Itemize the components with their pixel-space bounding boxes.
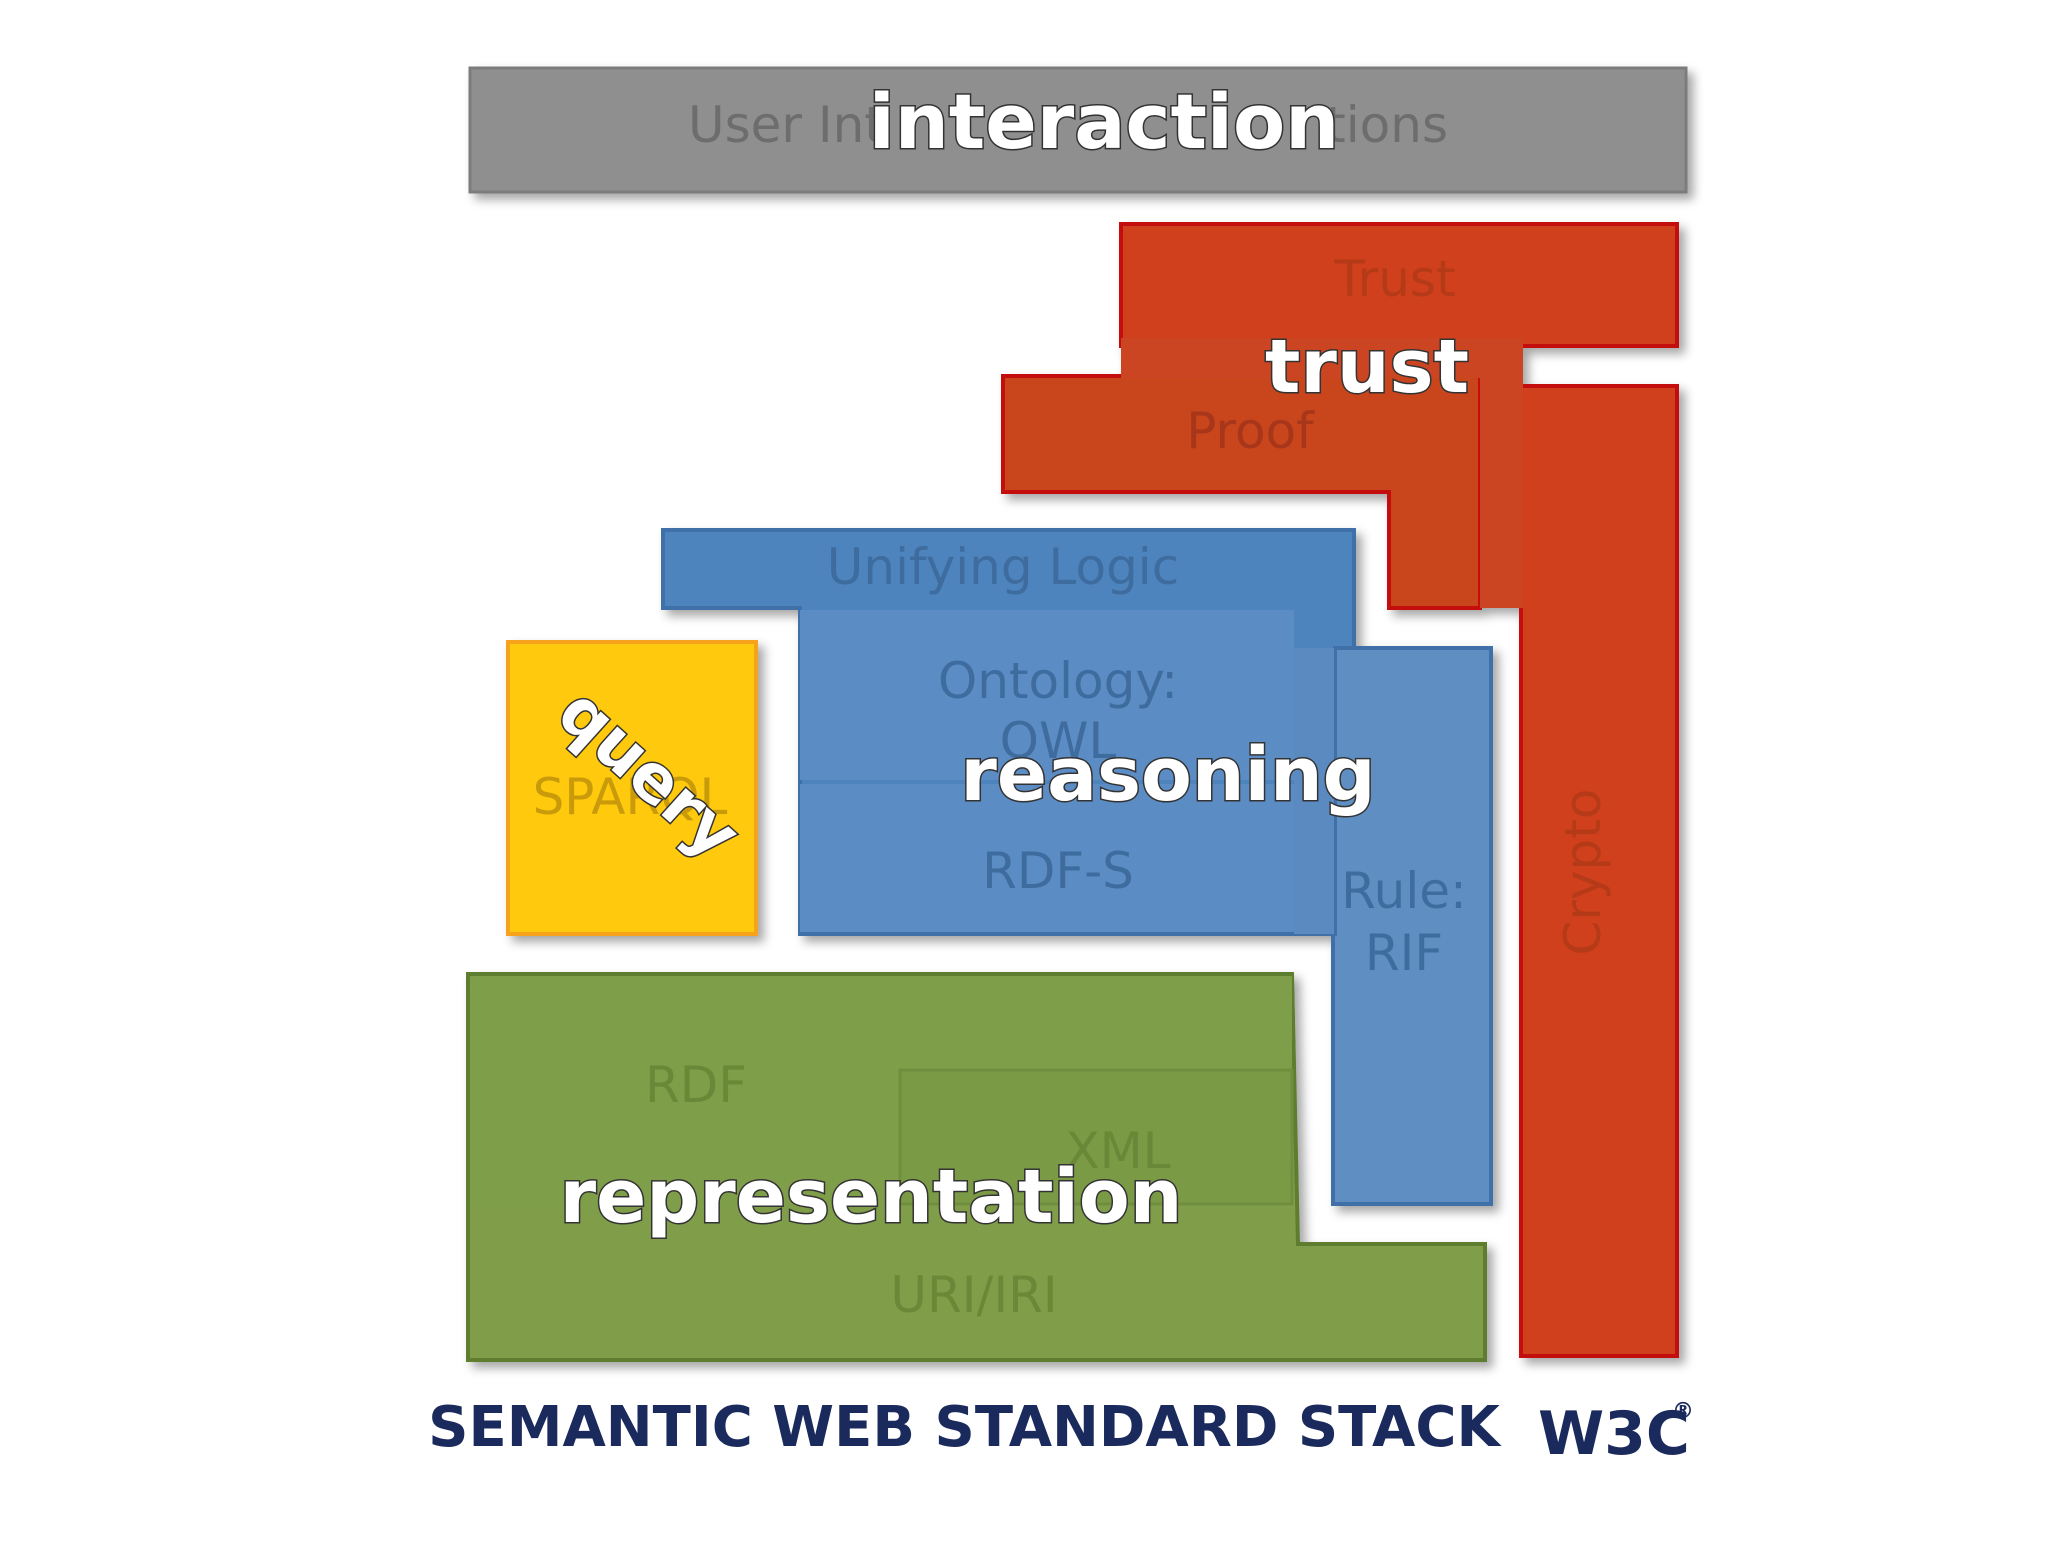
proof-crypto-join	[1480, 338, 1523, 608]
stack-title: SEMANTIC WEB STANDARD STACK	[428, 1395, 1502, 1460]
ontology-rule-join	[1294, 648, 1334, 934]
query-layer-group	[506, 640, 758, 936]
unifying-logic-label: Unifying Logic	[827, 538, 1179, 596]
user-interface-label-right: tions	[1326, 96, 1448, 154]
rdfs-block	[800, 784, 1294, 932]
xml-block	[898, 1068, 1294, 1206]
rdfs-label: RDF-S	[982, 842, 1134, 900]
rule-block	[1331, 646, 1493, 1206]
crypto-label: Crypto	[1554, 789, 1612, 956]
trust-label: Trust	[1333, 250, 1455, 308]
ontology-label-line2: OWL	[1000, 712, 1117, 770]
rule-label-line1: Rule:	[1341, 862, 1467, 920]
representation-layer-group	[466, 972, 1487, 1362]
trust-block	[1119, 222, 1679, 348]
w3c-registered-mark: ®	[1672, 1399, 1694, 1424]
sparql-label: SPARQL	[533, 768, 728, 826]
rdf-label: RDF	[645, 1056, 747, 1114]
rule-label-line2: RIF	[1365, 924, 1443, 982]
trust-layer-group	[1001, 222, 1679, 1358]
representation-overlay-label: representation	[560, 1154, 1183, 1240]
xml-label: XML	[1065, 1122, 1170, 1180]
reasoning-overlay-label: reasoning	[960, 732, 1375, 818]
user-interface-layer	[468, 66, 1688, 194]
proof-trust-join	[1121, 338, 1521, 378]
trust-overlay-label: trust	[1265, 324, 1469, 410]
ontology-block	[800, 610, 1294, 780]
sparql-block	[506, 640, 758, 936]
interaction-overlay-label: interaction	[869, 77, 1340, 166]
w3c-logo: W3C	[1538, 1399, 1690, 1469]
proof-label: Proof	[1186, 402, 1315, 460]
user-interface-block	[468, 66, 1688, 194]
reasoning-layer-group	[661, 528, 1493, 1206]
crypto-block	[1519, 384, 1679, 1358]
uri-label: URI/IRI	[890, 1266, 1057, 1324]
user-interface-label-left: User Int	[688, 96, 884, 154]
ontology-label-line1: Ontology:	[938, 652, 1178, 710]
